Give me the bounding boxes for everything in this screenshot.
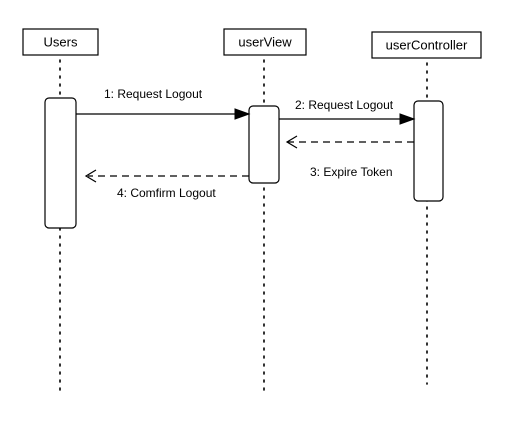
- arrowhead-filled-icon: [234, 108, 251, 120]
- activation-usercontroller: [413, 100, 444, 202]
- message-3: 3: Expire Token: [282, 135, 414, 179]
- message-2: 2: Request Logout: [279, 98, 416, 125]
- message-1: 1: Request Logout: [76, 87, 251, 120]
- participant-userview: userView: [223, 28, 307, 56]
- participant-label-usercontroller: userController: [386, 38, 468, 53]
- activation-users: [44, 97, 77, 229]
- participant-label-users: Users: [44, 35, 78, 50]
- participant-label-userview: userView: [238, 35, 292, 50]
- arrowhead-open-icon: [84, 169, 97, 183]
- arrowhead-open-icon: [285, 135, 298, 149]
- message-label-4: 4: Comfirm Logout: [117, 186, 216, 200]
- message-label-2: 2: Request Logout: [295, 98, 394, 112]
- participant-users: Users: [22, 28, 99, 56]
- message-label-1: 1: Request Logout: [104, 87, 203, 101]
- arrowhead-filled-icon: [399, 113, 416, 125]
- message-4: 4: Comfirm Logout: [84, 169, 249, 200]
- activation-userview: [248, 105, 280, 184]
- participant-usercontroller: userController: [371, 31, 482, 59]
- message-label-3: 3: Expire Token: [310, 165, 393, 179]
